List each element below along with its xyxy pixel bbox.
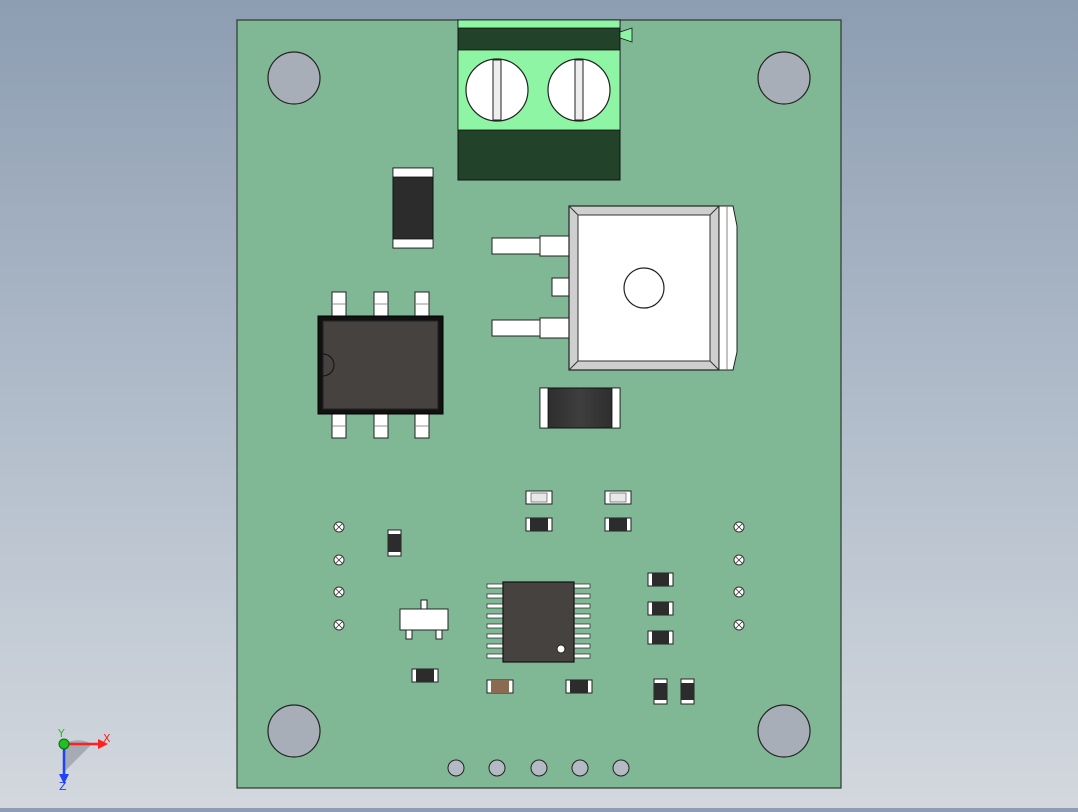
- mounting-hole-bottom-left: [267, 704, 321, 758]
- pin-header-right-marks: [735, 523, 743, 629]
- ic-pin: [486, 593, 504, 599]
- smd-diode-d2[interactable]: [539, 387, 621, 429]
- mounting-hole-bottom-right: [757, 704, 811, 758]
- axis-x-label: X: [103, 732, 111, 745]
- ic-pin: [573, 593, 591, 599]
- smd-resistor-r8[interactable]: [565, 679, 593, 694]
- ic-pin: [573, 583, 591, 589]
- ic-pin: [573, 623, 591, 629]
- smd-resistor-r2[interactable]: [604, 517, 632, 532]
- axis-z-label: Z: [59, 780, 67, 792]
- ic-pin: [573, 653, 591, 659]
- sot23-transistor[interactable]: [399, 599, 449, 640]
- ic-pin: [486, 623, 504, 629]
- edge-pads[interactable]: [447, 759, 630, 777]
- smd-capacitor-c3[interactable]: [486, 679, 514, 694]
- smd-capacitor-c2[interactable]: [604, 490, 632, 505]
- smd-resistor-r3[interactable]: [387, 529, 402, 557]
- smd-resistor-r9[interactable]: [653, 678, 668, 705]
- coordinate-triad: X Y Z: [57, 728, 111, 792]
- smd-resistor-r6[interactable]: [647, 630, 674, 645]
- axis-y-label: Y: [57, 728, 65, 740]
- smd-resistor-r10[interactable]: [680, 678, 695, 705]
- ic-pin: [486, 603, 504, 609]
- mounting-hole-top-right: [757, 51, 811, 105]
- smd-resistor-r1[interactable]: [525, 517, 553, 532]
- ic-pin: [573, 613, 591, 619]
- ic-pin: [486, 583, 504, 589]
- ic-pin: [486, 633, 504, 639]
- pin-header-left-marks: [335, 523, 343, 629]
- voltage-regulator[interactable]: [491, 205, 738, 371]
- ic-pin: [573, 633, 591, 639]
- smd-resistor-r5[interactable]: [647, 601, 674, 616]
- ic-pin: [573, 643, 591, 649]
- smd-resistor-r7[interactable]: [411, 668, 439, 683]
- ic-6pin[interactable]: [317, 291, 444, 439]
- screw-terminal-block[interactable]: [457, 19, 633, 181]
- ic-tssop16[interactable]: [486, 581, 591, 663]
- smd-diode-d1[interactable]: [392, 167, 434, 249]
- terminal-screw-2[interactable]: [547, 58, 611, 122]
- ic-pin: [573, 603, 591, 609]
- smd-resistor-r4[interactable]: [647, 572, 674, 587]
- terminal-screw-1[interactable]: [465, 58, 529, 122]
- ic-pin: [486, 613, 504, 619]
- ic-pin: [486, 653, 504, 659]
- smd-capacitor-c1[interactable]: [525, 490, 553, 505]
- ic-pin: [486, 643, 504, 649]
- mounting-hole-top-left: [267, 51, 321, 105]
